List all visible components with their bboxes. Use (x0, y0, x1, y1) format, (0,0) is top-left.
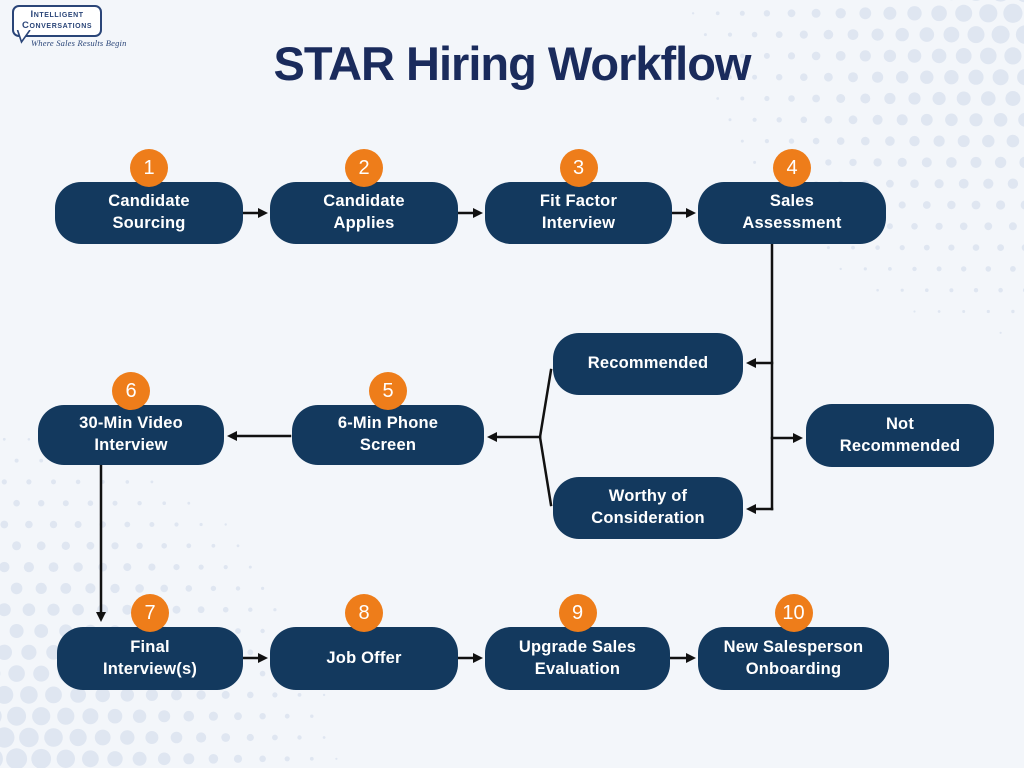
arrowhead-icon (686, 208, 696, 218)
arrowhead-icon (793, 433, 803, 443)
arrowhead-icon (746, 504, 756, 514)
logo-line2: Conversations (22, 20, 93, 32)
page-title: STAR Hiring Workflow (273, 37, 752, 90)
arrowhead-icon (473, 208, 483, 218)
flow-connector (538, 368, 553, 439)
arrowhead-icon (686, 653, 696, 663)
arrowhead-icon (258, 653, 268, 663)
logo: Intelligent Conversations Where Sales Re… (12, 5, 162, 48)
arrowhead-icon (96, 612, 106, 622)
arrowhead-icon (487, 432, 497, 442)
arrowhead-icon (746, 358, 756, 368)
flow-connector (538, 435, 553, 507)
logo-tagline: Where Sales Results Begin (31, 37, 127, 48)
arrowhead-icon (258, 208, 268, 218)
arrowhead-icon (227, 431, 237, 441)
arrowhead-icon (473, 653, 483, 663)
logo-bubble-tail-icon (16, 30, 31, 44)
logo-line1: Intelligent (30, 9, 84, 20)
